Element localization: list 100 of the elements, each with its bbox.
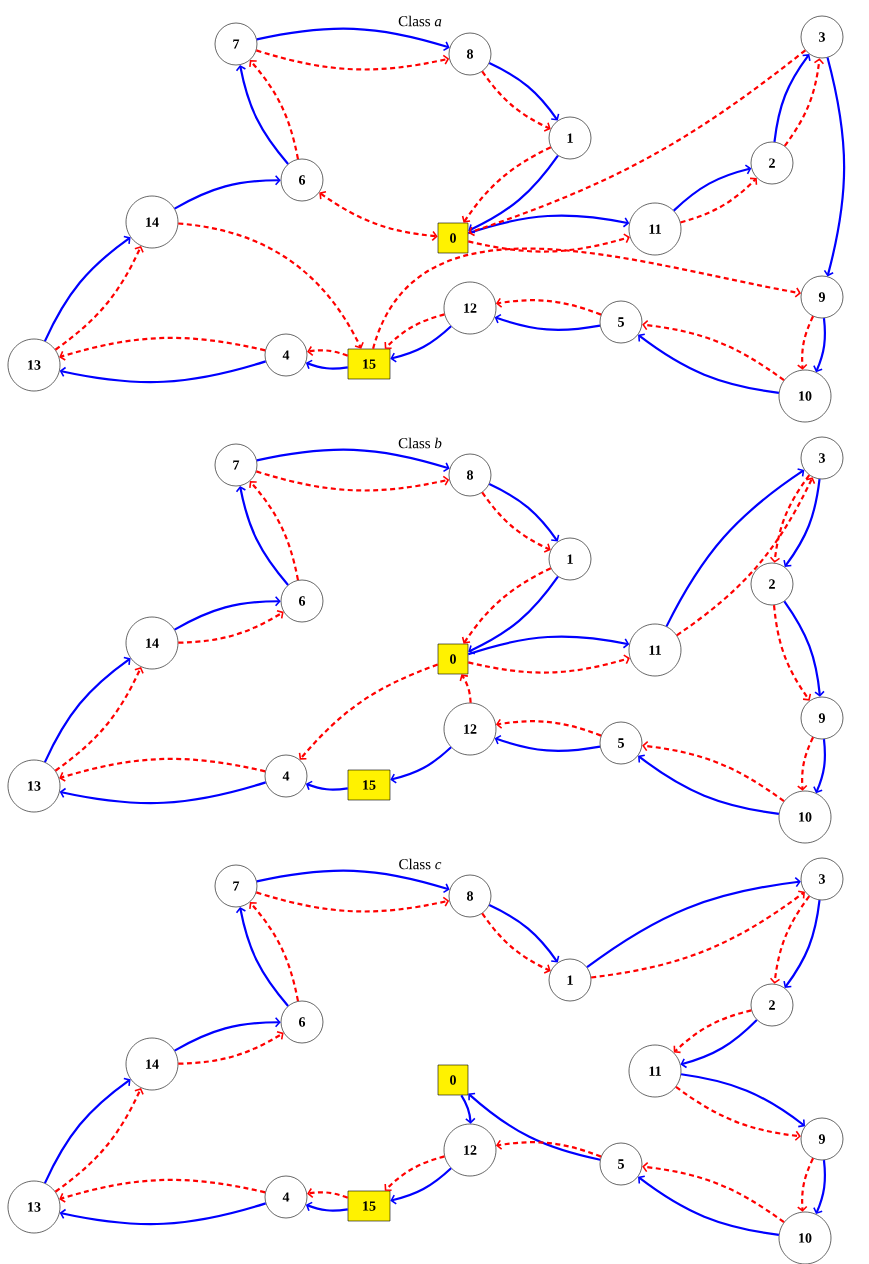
dashed-arrow xyxy=(54,1087,144,1193)
arrow xyxy=(305,1201,348,1212)
arrow xyxy=(305,359,348,370)
arrow xyxy=(235,485,289,586)
dashed-arrow xyxy=(256,891,450,913)
dashed-arrow xyxy=(468,654,630,674)
dashed-arrow xyxy=(769,895,811,984)
dashed-arrow xyxy=(676,477,816,637)
dashed-arrow xyxy=(298,663,439,760)
arrow xyxy=(823,57,846,277)
dashed-arrow xyxy=(256,49,450,71)
arrow xyxy=(256,448,450,473)
dashed-arrow xyxy=(495,1139,602,1158)
start-box: 0 xyxy=(437,222,469,254)
dashed-arrow xyxy=(384,1155,445,1192)
start-box: 0 xyxy=(437,643,469,675)
dashed-arrow xyxy=(249,481,300,581)
arrow xyxy=(174,174,281,210)
dashed-arrow xyxy=(481,70,551,132)
dashed-arrow xyxy=(178,609,284,644)
arrow xyxy=(813,318,827,373)
arrow xyxy=(235,64,289,165)
dashed-arrow xyxy=(783,58,825,147)
arrow xyxy=(467,214,630,235)
dashed-arrow xyxy=(796,1157,815,1212)
arrow xyxy=(390,325,452,363)
dashed-arrow xyxy=(54,666,144,772)
dashed-arrow xyxy=(372,247,802,350)
start-box: 15 xyxy=(347,1190,391,1222)
arrow xyxy=(488,904,560,963)
dashed-arrow xyxy=(307,345,349,357)
start-box: 15 xyxy=(347,348,391,380)
dashed-arrow xyxy=(54,245,144,351)
arrow xyxy=(59,781,266,805)
arrow xyxy=(390,1167,452,1205)
arrow xyxy=(460,1094,476,1124)
dashed-arrow xyxy=(178,222,364,349)
dashed-arrow xyxy=(642,319,785,382)
arrow xyxy=(256,27,450,52)
dashed-arrow xyxy=(59,336,266,361)
dashed-arrow xyxy=(59,1178,266,1203)
dashed-arrow xyxy=(461,146,552,223)
arrow xyxy=(467,635,630,656)
dashed-arrow xyxy=(591,890,805,979)
dashed-arrow xyxy=(675,1086,801,1142)
arrow xyxy=(813,1160,827,1215)
arrow xyxy=(638,1175,780,1236)
arrow xyxy=(586,876,801,969)
arrow xyxy=(468,1092,601,1161)
dashed-arrow xyxy=(481,912,551,974)
dashed-arrow xyxy=(468,49,807,237)
dashed-arrow xyxy=(772,605,812,701)
arrow xyxy=(783,900,821,988)
dashed-arrow xyxy=(461,567,552,644)
arrow xyxy=(813,739,827,794)
start-box: 0 xyxy=(437,1064,469,1096)
arrow xyxy=(488,62,560,121)
dashed-arrow xyxy=(384,313,445,350)
start-box: 15 xyxy=(347,769,391,801)
arrow xyxy=(680,1019,758,1069)
dashed-arrow xyxy=(468,233,630,253)
arrow xyxy=(673,164,752,212)
dashed-arrow xyxy=(178,1030,284,1065)
arrow xyxy=(468,575,559,655)
arrow xyxy=(773,54,811,142)
dashed-arrow xyxy=(673,1009,752,1054)
arrow xyxy=(174,1016,281,1052)
arrow xyxy=(256,869,450,894)
arrow xyxy=(638,333,780,394)
dashed-arrow xyxy=(495,718,602,737)
dashed-arrow xyxy=(249,60,300,160)
arrow xyxy=(468,154,559,234)
arrow xyxy=(59,1202,266,1226)
dashed-arrow xyxy=(680,177,758,224)
arrow xyxy=(494,734,601,752)
arrow xyxy=(680,1073,806,1128)
class-title: Class b xyxy=(398,437,442,449)
arrow xyxy=(43,656,131,763)
arrow xyxy=(638,754,780,815)
arrow xyxy=(235,906,289,1007)
arrow xyxy=(390,746,452,784)
class-title: Class a xyxy=(398,15,442,27)
arrow xyxy=(59,360,266,384)
arrow xyxy=(305,780,348,791)
arrow xyxy=(665,468,805,627)
class-title: Class c xyxy=(399,858,442,870)
dashed-arrow xyxy=(796,736,815,791)
dashed-arrow xyxy=(459,674,472,703)
dashed-arrow xyxy=(495,297,602,316)
dashed-arrow xyxy=(319,191,438,242)
arrow xyxy=(783,479,821,567)
dashed-arrow xyxy=(59,757,266,782)
arrow xyxy=(174,595,281,631)
arrow xyxy=(494,313,601,331)
dashed-arrow xyxy=(256,470,450,492)
dashed-arrow xyxy=(796,315,815,370)
arrow xyxy=(488,483,560,542)
dashed-arrow xyxy=(642,1161,785,1224)
dashed-arrow xyxy=(642,740,785,803)
dashed-arrow xyxy=(481,491,551,553)
